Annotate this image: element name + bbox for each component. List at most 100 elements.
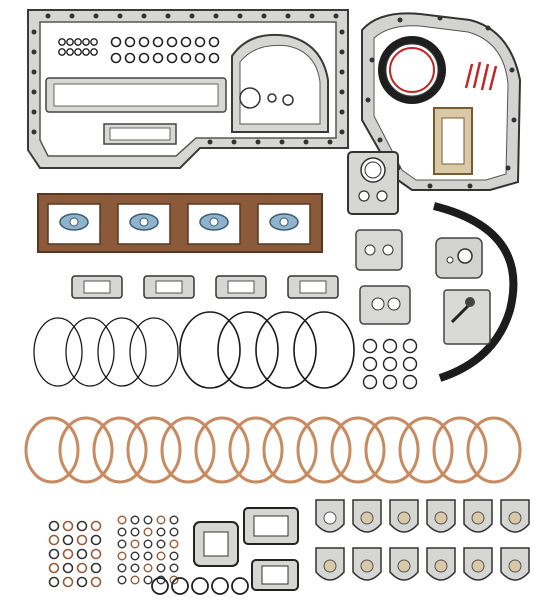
bolt-hole (69, 13, 75, 19)
bolt-hole (339, 109, 345, 115)
washer (156, 539, 166, 549)
injector-hole (360, 559, 374, 573)
bolt-hole (165, 13, 171, 19)
seal-ring (208, 36, 220, 48)
water-pump-gasket (435, 237, 483, 279)
bolt-hole (31, 49, 37, 55)
seal-ring (110, 36, 122, 48)
seal-ring (152, 52, 164, 64)
bolt-hole (397, 17, 403, 23)
washer (117, 527, 127, 537)
manifold-port (299, 280, 327, 294)
o-ring (151, 577, 169, 595)
seal-ring (90, 48, 98, 56)
seal-ring (138, 36, 150, 48)
port-hole (209, 217, 219, 227)
copper-ring (194, 416, 250, 484)
washer (76, 562, 88, 574)
washer (382, 338, 398, 354)
washer (48, 562, 60, 574)
washer (90, 520, 102, 532)
washer (62, 548, 74, 560)
manifold-port (83, 280, 111, 294)
seal-ring (166, 52, 178, 64)
washer (117, 539, 127, 549)
copper-ring (466, 416, 522, 484)
washer (117, 575, 127, 585)
seal-ring (82, 48, 90, 56)
injector-hole (397, 511, 411, 525)
washer (117, 563, 127, 573)
seal-ring (138, 52, 150, 64)
bolt-hole (485, 25, 491, 31)
injector-hole (323, 559, 337, 573)
o-ring (171, 577, 189, 595)
exhaust-manifold-gaskets (71, 275, 339, 299)
copper-ring (92, 416, 148, 484)
copper-ring (228, 416, 284, 484)
washer (90, 534, 102, 546)
injector-hole (508, 559, 522, 573)
washer (169, 539, 179, 549)
bolt-hole (285, 13, 291, 19)
washer (362, 374, 378, 390)
o-ring (211, 577, 229, 595)
seal-ring (124, 52, 136, 64)
washer (48, 534, 60, 546)
injector-hole (508, 511, 522, 525)
injector-hole (360, 511, 374, 525)
manifold-port (227, 280, 255, 294)
washer (117, 551, 127, 561)
o-ring (293, 311, 355, 389)
washer (130, 575, 140, 585)
washer (382, 356, 398, 372)
seal-ring (194, 36, 206, 48)
washer (90, 562, 102, 574)
tan-plate-gasket (443, 289, 491, 345)
washer (76, 548, 88, 560)
crankshaft-seal (378, 36, 446, 104)
washer (76, 576, 88, 588)
injector-hole (434, 559, 448, 573)
bolt-hole (309, 13, 315, 19)
washer (402, 338, 418, 354)
injector-hole (397, 559, 411, 573)
bolt-hole (339, 69, 345, 75)
bolt-hole (31, 89, 37, 95)
copper-ring (126, 416, 182, 484)
bolt-hole (31, 29, 37, 35)
valve-cover-gasket (37, 193, 323, 253)
washer (76, 520, 88, 532)
timing-cover-inner-gasket (231, 33, 329, 133)
copper-ring (296, 416, 352, 484)
bolt-hole (213, 13, 219, 19)
washer (62, 562, 74, 574)
washer (62, 534, 74, 546)
bolt-hole (189, 13, 195, 19)
bolt-hole (279, 139, 285, 145)
bolt-hole (511, 117, 517, 123)
washer (169, 575, 179, 585)
injector-hole (434, 511, 448, 525)
port-hole (69, 217, 79, 227)
bolt-hole (505, 165, 511, 171)
washer (143, 515, 153, 525)
seal-ring (180, 36, 192, 48)
washer (130, 527, 140, 537)
thermostat-gasket (355, 229, 403, 271)
bottom-washer-assortment (48, 515, 179, 588)
bolt-hole (31, 129, 37, 135)
seal-ring (90, 38, 98, 46)
seal-ring (74, 48, 82, 56)
washer (130, 539, 140, 549)
o-ring (231, 577, 249, 595)
seal-ring (74, 38, 82, 46)
injector-sleeve-gaskets (315, 499, 530, 581)
washer (169, 515, 179, 525)
washer (90, 548, 102, 560)
washer (143, 539, 153, 549)
injector-hole (471, 511, 485, 525)
washer (402, 374, 418, 390)
inner-cover-gasket (45, 77, 227, 113)
o-ring (217, 311, 279, 389)
